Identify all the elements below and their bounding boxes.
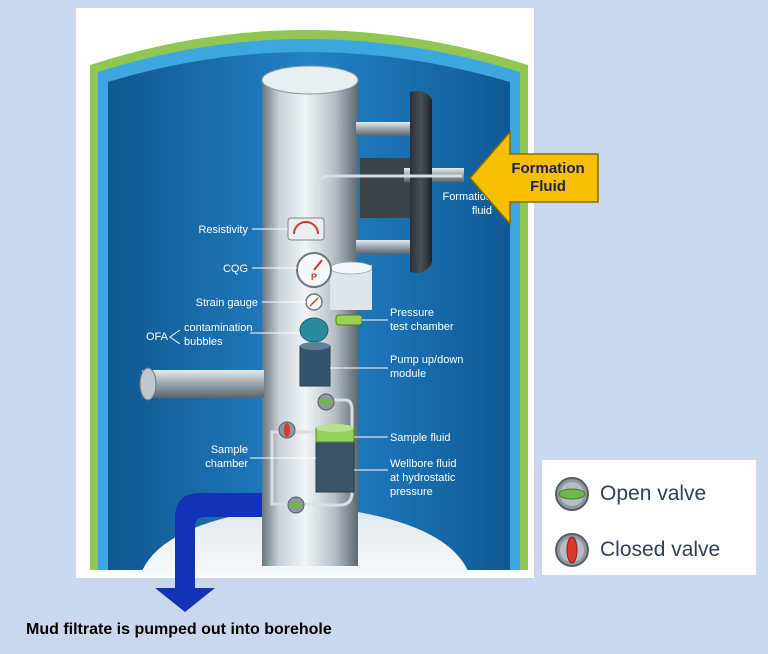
cqg-gauge: P [296, 252, 332, 288]
formation-fluid-callout: Formation Fluid [469, 129, 599, 227]
cqg-letter: P [311, 272, 317, 282]
label-pressure: Pressure [390, 307, 434, 319]
packer-panel [410, 91, 432, 273]
sample-chamber [315, 424, 355, 493]
label-contamination: contamination [184, 322, 253, 334]
ofa-bracket [169, 329, 181, 345]
open-valve-icon [555, 477, 589, 511]
legend-row-closed: Closed valve [552, 530, 720, 570]
tool-step [330, 265, 372, 310]
label-pressure-2: pressure [390, 486, 433, 498]
label-chamber: chamber [205, 458, 248, 470]
tool-top-cap [261, 65, 359, 95]
label-hydrostatic: at hydrostatic [390, 472, 456, 484]
leader-lines [250, 228, 388, 471]
resistivity-dial [293, 221, 319, 235]
probe-bar-lower [356, 240, 412, 254]
backup-arm-pad [139, 367, 157, 401]
flowline-inlet [316, 174, 462, 222]
label-test-chamber: test chamber [390, 321, 454, 333]
label-fluid: fluid [472, 205, 492, 217]
label-resistivity: Resistivity [198, 224, 248, 236]
label-cqg: CQG [223, 263, 248, 275]
tool-step-top [329, 261, 373, 275]
label-pump-module: module [390, 368, 426, 380]
legend-open-label: Open valve [600, 482, 707, 505]
open-valve-icon [287, 496, 305, 514]
open-valve-icon [317, 393, 335, 411]
backup-arm [142, 370, 264, 398]
label-ofa: OFA [146, 331, 169, 343]
cqg-needle [313, 259, 323, 271]
ofa-module [299, 317, 329, 343]
label-formation: Formation [442, 191, 492, 203]
callout-line1: Formation [511, 160, 584, 177]
closed-valve-icon [555, 533, 589, 567]
label-sample-fluid: Sample fluid [390, 432, 451, 444]
label-strain-gauge: Strain gauge [196, 297, 258, 309]
legend-closed-label: Closed valve [600, 538, 721, 561]
closed-valve-icon [278, 421, 296, 439]
valve-legend: Open valve Closed valve [542, 460, 756, 575]
legend-row-open: Open valve [552, 474, 706, 514]
callout-line2: Fluid [530, 178, 566, 195]
label-pump: Pump up/down [390, 354, 463, 366]
formation-fluid-arrow [469, 129, 599, 227]
label-wellbore-fluid: Wellbore fluid [390, 458, 456, 470]
label-bubbles: bubbles [184, 336, 223, 348]
strain-gauge [305, 293, 323, 311]
probe-bar-upper [356, 122, 412, 136]
pressure-test-chamber [335, 314, 363, 326]
pump-module [299, 342, 331, 387]
resistivity-sensor [287, 217, 325, 241]
caption: Mud filtrate is pumped out into borehole [26, 621, 332, 638]
mud-filtrate-outflow-arrow [155, 493, 262, 612]
label-sample: Sample [211, 444, 248, 456]
